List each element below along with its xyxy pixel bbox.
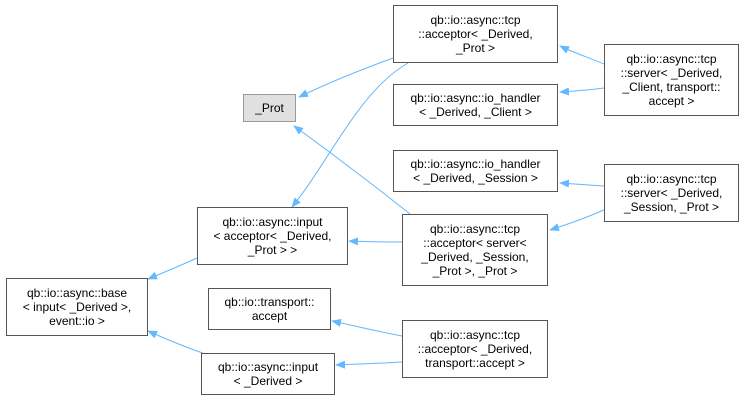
node-label: qb::io::async::base < input< _Derived >,…	[22, 286, 132, 328]
node-label: qb::io::transport:: accept	[224, 295, 315, 323]
node-label: qb::io::async::io_handler < _Derived, _S…	[410, 157, 541, 185]
edge-acceptor-derived-prot-to-prot	[298, 57, 394, 98]
node-label: qb::io::async::tcp ::server< _Derived, _…	[620, 52, 723, 108]
edge-acceptor-server-to-prot	[293, 125, 411, 215]
edge-acceptor-server-to-input-acceptor	[348, 237, 403, 246]
node-label: qb::io::async::tcp ::server< _Derived, _…	[620, 172, 723, 214]
node-label: qb::io::async::tcp ::acceptor< _Derived,…	[418, 13, 533, 55]
edge-server-client-to-io-handler-client	[559, 87, 605, 96]
node-prot[interactable]: _Prot	[243, 94, 296, 122]
node-input-derived[interactable]: qb::io::async::input < _Derived >	[201, 353, 335, 395]
node-label: qb::io::async::tcp ::acceptor< server< _…	[421, 222, 529, 278]
edge-acceptor-transport-to-transport-accept	[331, 318, 403, 337]
edge-acceptor-transport-to-input-derived	[335, 360, 403, 369]
node-io-handler-session[interactable]: qb::io::async::io_handler < _Derived, _S…	[393, 150, 558, 192]
node-io-handler-client[interactable]: qb::io::async::io_handler < _Derived, _C…	[393, 84, 558, 126]
node-label: qb::io::async::io_handler < _Derived, _C…	[410, 91, 541, 119]
node-acceptor-derived-prot[interactable]: qb::io::async::tcp ::acceptor< _Derived,…	[393, 5, 558, 63]
node-acceptor-server[interactable]: qb::io::async::tcp ::acceptor< server< _…	[402, 214, 548, 286]
node-base-input[interactable]: qb::io::async::base < input< _Derived >,…	[6, 278, 148, 336]
edge-server-session-to-acceptor-server	[549, 209, 605, 232]
edge-server-session-to-io-handler-session	[559, 179, 605, 188]
edge-input-acceptor-to-base-input	[147, 257, 198, 280]
node-server-client-accept[interactable]: qb::io::async::tcp ::server< _Derived, _…	[604, 44, 739, 116]
node-transport-accept[interactable]: qb::io::transport:: accept	[208, 288, 331, 330]
node-label: qb::io::async::tcp ::acceptor< _Derived,…	[417, 328, 533, 370]
node-label: _Prot	[255, 101, 284, 115]
node-label: qb::io::async::input < _Derived >	[217, 360, 319, 388]
edge-server-client-to-acceptor	[559, 45, 605, 65]
node-input-acceptor[interactable]: qb::io::async::input < acceptor< _Derive…	[197, 207, 348, 265]
node-acceptor-transport[interactable]: qb::io::async::tcp ::acceptor< _Derived,…	[402, 320, 548, 378]
edge-input-derived-to-base-input	[147, 330, 209, 356]
edge-acceptor-derived-prot-to-input-acceptor	[291, 62, 409, 208]
node-server-session-prot[interactable]: qb::io::async::tcp ::server< _Derived, _…	[604, 164, 739, 222]
node-label: qb::io::async::input < acceptor< _Derive…	[213, 215, 332, 257]
